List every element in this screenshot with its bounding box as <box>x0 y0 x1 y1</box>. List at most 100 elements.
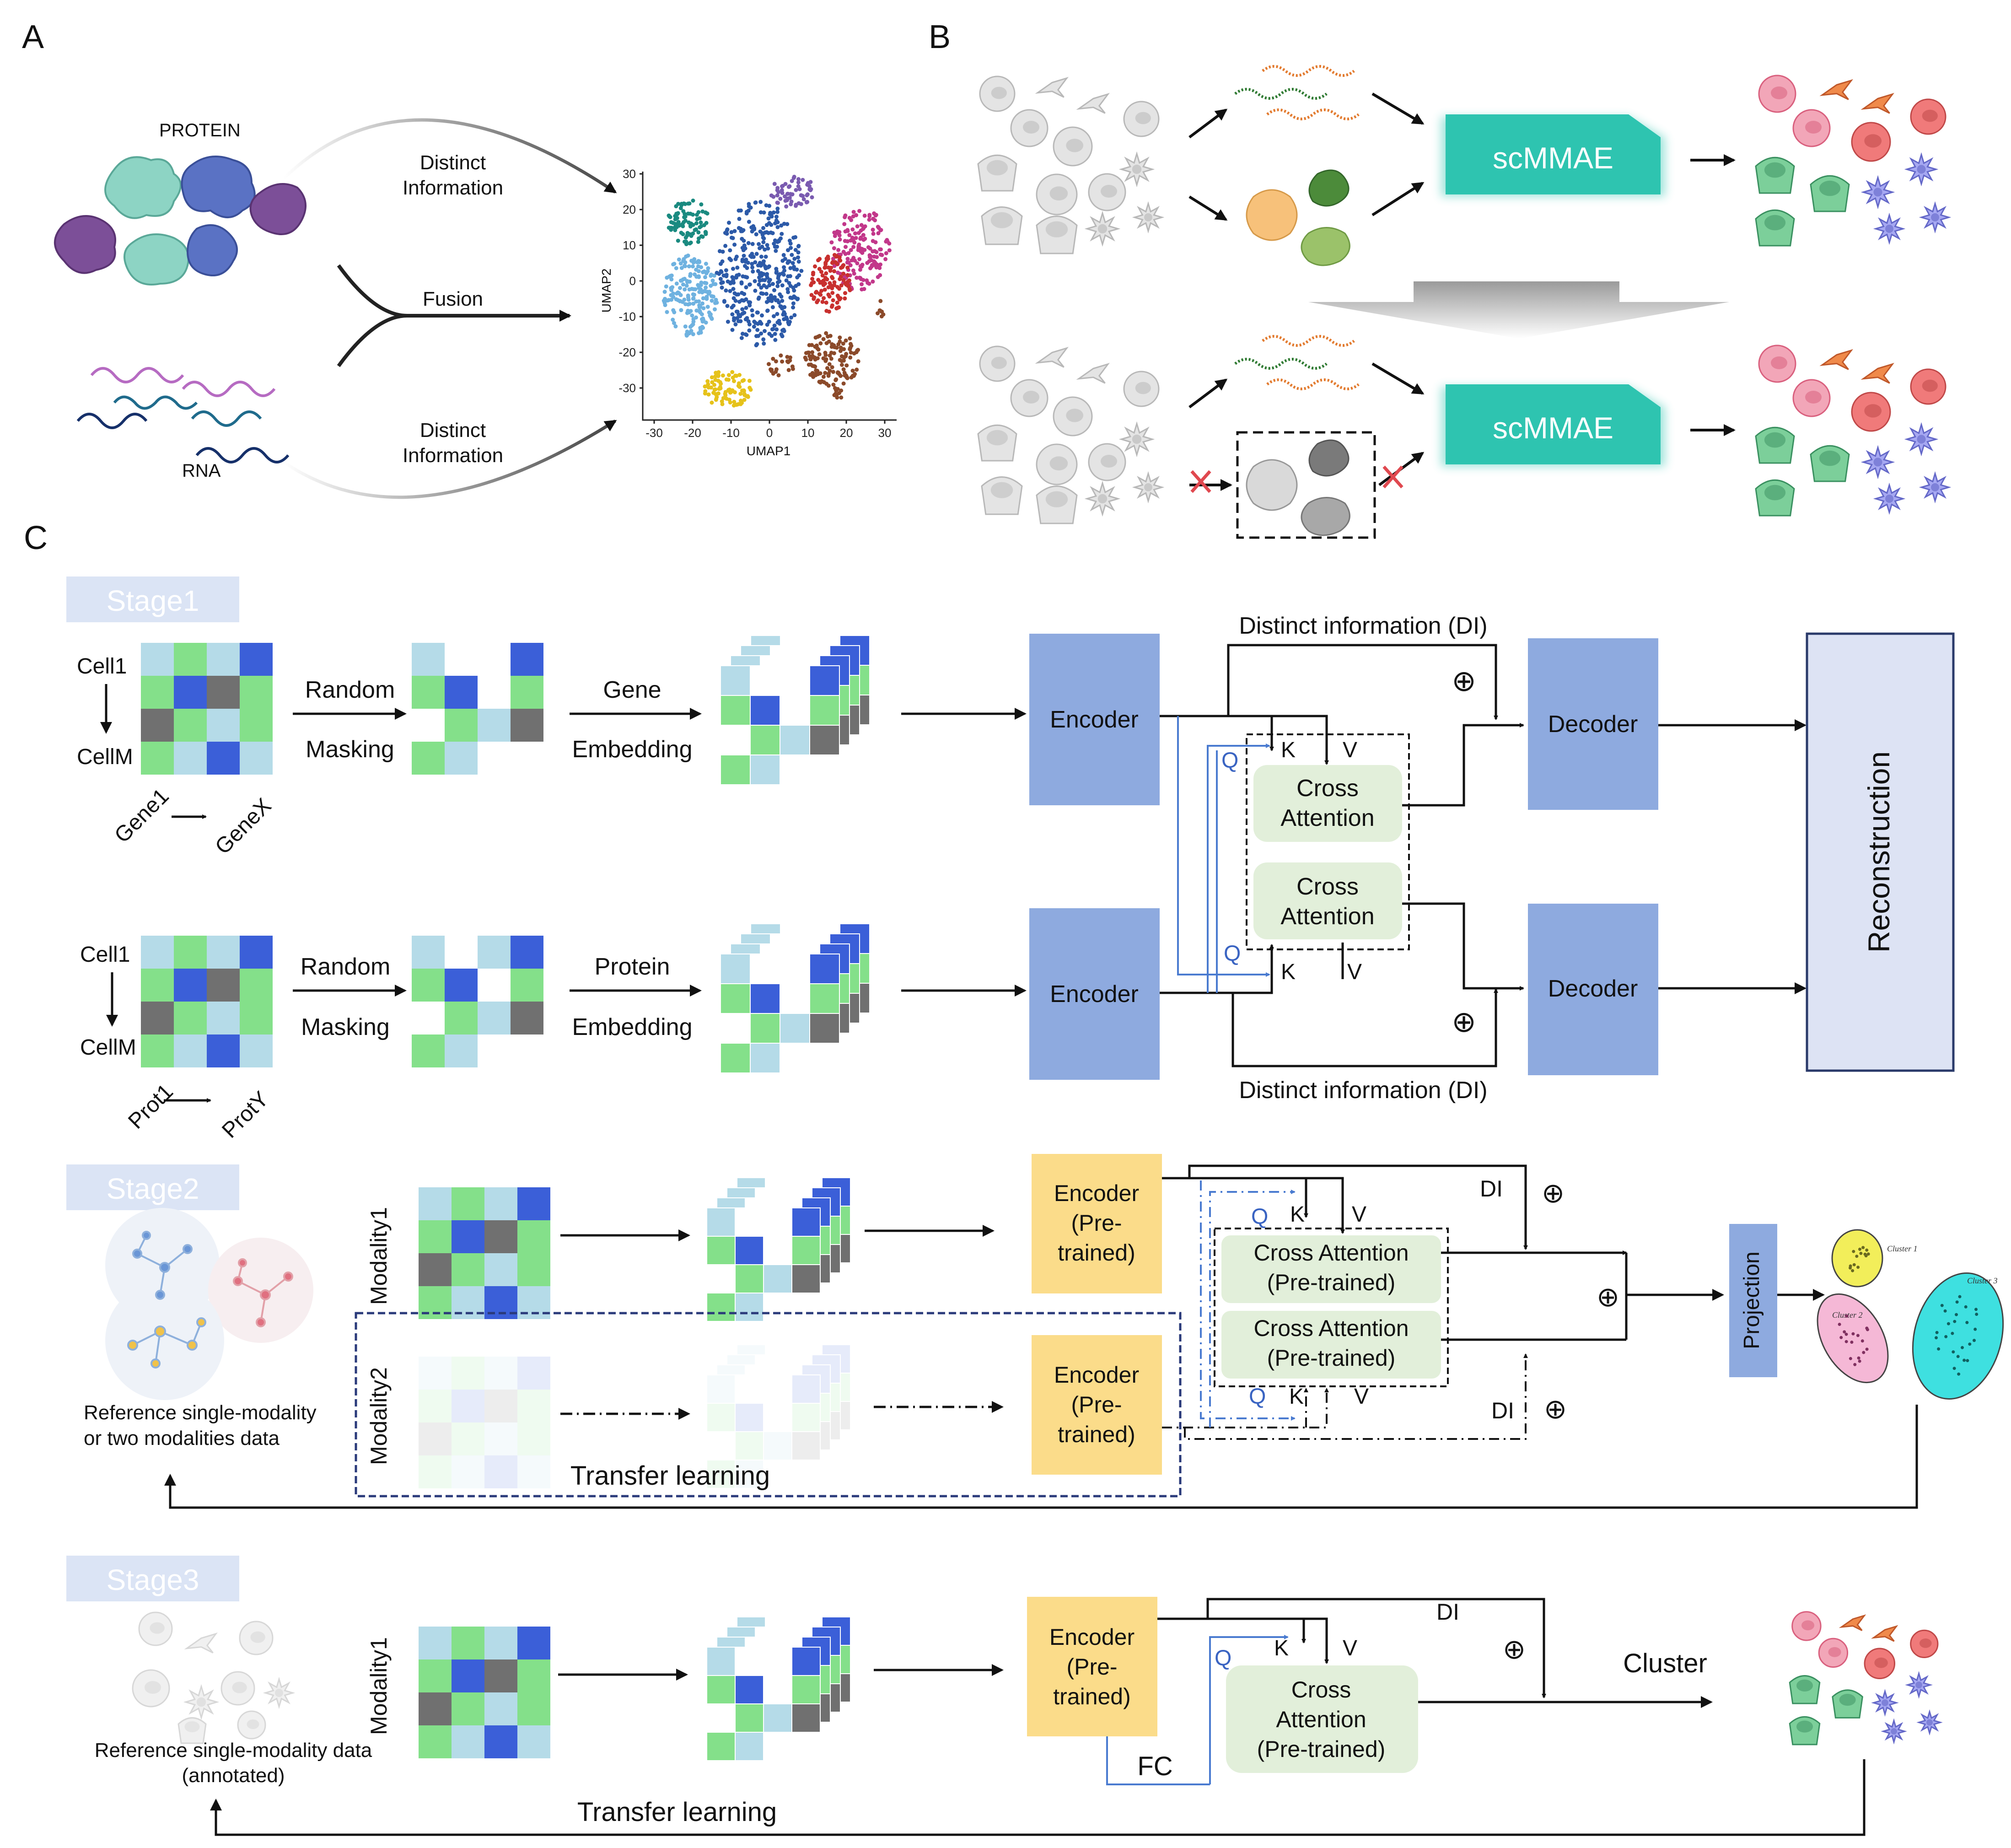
blocked-cross-1 <box>1190 470 1211 493</box>
umap-point <box>793 235 798 239</box>
stage1-decoder-bottom <box>1528 904 1658 1075</box>
cluster-dot <box>1952 1350 1955 1354</box>
umap-point <box>805 192 810 197</box>
umap-point <box>693 228 697 232</box>
umap-point <box>758 246 762 250</box>
distinct-arrow-top <box>282 118 617 194</box>
umap-point <box>683 287 687 292</box>
umap-point <box>779 332 784 337</box>
cell-nucleus <box>1922 109 1938 122</box>
cluster-dot <box>1855 1255 1859 1258</box>
umap-point <box>717 387 721 391</box>
umap-point <box>724 273 729 277</box>
umap-point <box>817 334 822 338</box>
umap-point <box>837 297 842 302</box>
umap-point <box>699 202 704 207</box>
umap-point <box>682 297 687 302</box>
embedding-cell <box>735 1403 764 1432</box>
umap-point <box>807 354 812 358</box>
embedding-cell <box>735 1236 764 1265</box>
stage2-oplus-top: ⊕ <box>1542 1178 1565 1208</box>
umap-point <box>848 345 853 350</box>
cell-nucleus <box>1874 1657 1888 1668</box>
umap-point <box>747 202 751 206</box>
umap-point <box>771 356 775 361</box>
matrix-cell <box>174 1034 207 1067</box>
umap-point <box>727 221 731 225</box>
stage3-label: Stage3 <box>107 1563 199 1596</box>
umap-point <box>873 240 878 244</box>
embedding-cell <box>763 1293 792 1322</box>
stage2-encoder-bottom-l3: trained) <box>1058 1422 1135 1447</box>
umap-point <box>871 227 875 232</box>
matrix-cell <box>484 1390 517 1422</box>
umap-point <box>761 235 765 240</box>
umap-point <box>839 395 844 400</box>
embedding-cell <box>801 1449 831 1479</box>
umap-point <box>733 322 738 327</box>
umap-point <box>766 216 771 221</box>
cell-nucleus <box>275 1689 283 1697</box>
umap-point <box>835 301 839 305</box>
umap-point <box>686 201 690 206</box>
umap-point <box>669 288 674 292</box>
embedding-cell <box>791 1403 821 1432</box>
umap-point <box>855 224 860 229</box>
cell-nucleus <box>1917 435 1926 444</box>
umap-point <box>838 259 843 263</box>
embedding-cell <box>720 725 751 755</box>
matrix-cell <box>207 676 240 709</box>
stage2-reference-line1: Reference single-modality <box>84 1401 317 1424</box>
cluster-dot <box>1957 1372 1961 1376</box>
umap-point <box>781 253 786 257</box>
embedding-cell <box>801 1364 831 1394</box>
stage1-query-lines <box>1177 716 1270 993</box>
matrix-cell <box>517 1220 550 1253</box>
umap-point <box>753 288 758 293</box>
b-rna-strand-4 <box>1262 335 1355 347</box>
umap-xlabel: UMAP1 <box>747 444 790 458</box>
b-proteins-missing <box>1246 439 1350 536</box>
stage1-oplus-bottom: ⊕ <box>1452 1005 1476 1038</box>
umap-point <box>671 318 675 322</box>
matrix-cell <box>445 643 478 676</box>
umap-point <box>780 259 785 263</box>
umap-point <box>825 277 829 282</box>
missing-modality-box <box>1236 431 1376 539</box>
cluster-dot <box>1963 1358 1966 1362</box>
umap-point <box>866 245 871 249</box>
umap-point <box>876 231 881 236</box>
umap-point <box>812 280 816 285</box>
umap-point <box>691 302 696 306</box>
umap-point <box>710 375 714 380</box>
cell-icon <box>183 1684 220 1720</box>
umap-point <box>725 228 729 232</box>
prot-axis-to: ProtY <box>217 1087 273 1142</box>
umap-point <box>796 259 801 264</box>
embedding-cell <box>780 725 810 755</box>
umap-point <box>691 322 695 327</box>
umap-point <box>678 286 682 290</box>
umap-point <box>848 342 853 346</box>
cell-nucleus <box>1873 188 1882 197</box>
cluster-dot <box>1860 1339 1864 1343</box>
cell-nucleus <box>990 482 1013 498</box>
matrix-cell <box>452 1220 484 1253</box>
embedding-cell <box>780 665 810 696</box>
umap-point <box>696 240 700 244</box>
umap-point <box>839 283 844 288</box>
umap-point <box>764 223 769 227</box>
umap-point <box>772 288 776 292</box>
embedding-cell <box>773 1364 802 1394</box>
umap-point <box>691 259 695 264</box>
umap-point <box>791 305 796 310</box>
umap-point <box>887 248 892 253</box>
umap-point <box>774 215 779 219</box>
cluster-dot <box>1849 1266 1852 1270</box>
embedding-cell <box>783 1383 812 1412</box>
umap-point <box>782 221 786 226</box>
distinct-arrow-bottom <box>283 420 617 499</box>
umap-point <box>684 242 688 247</box>
umap-point <box>755 310 759 315</box>
